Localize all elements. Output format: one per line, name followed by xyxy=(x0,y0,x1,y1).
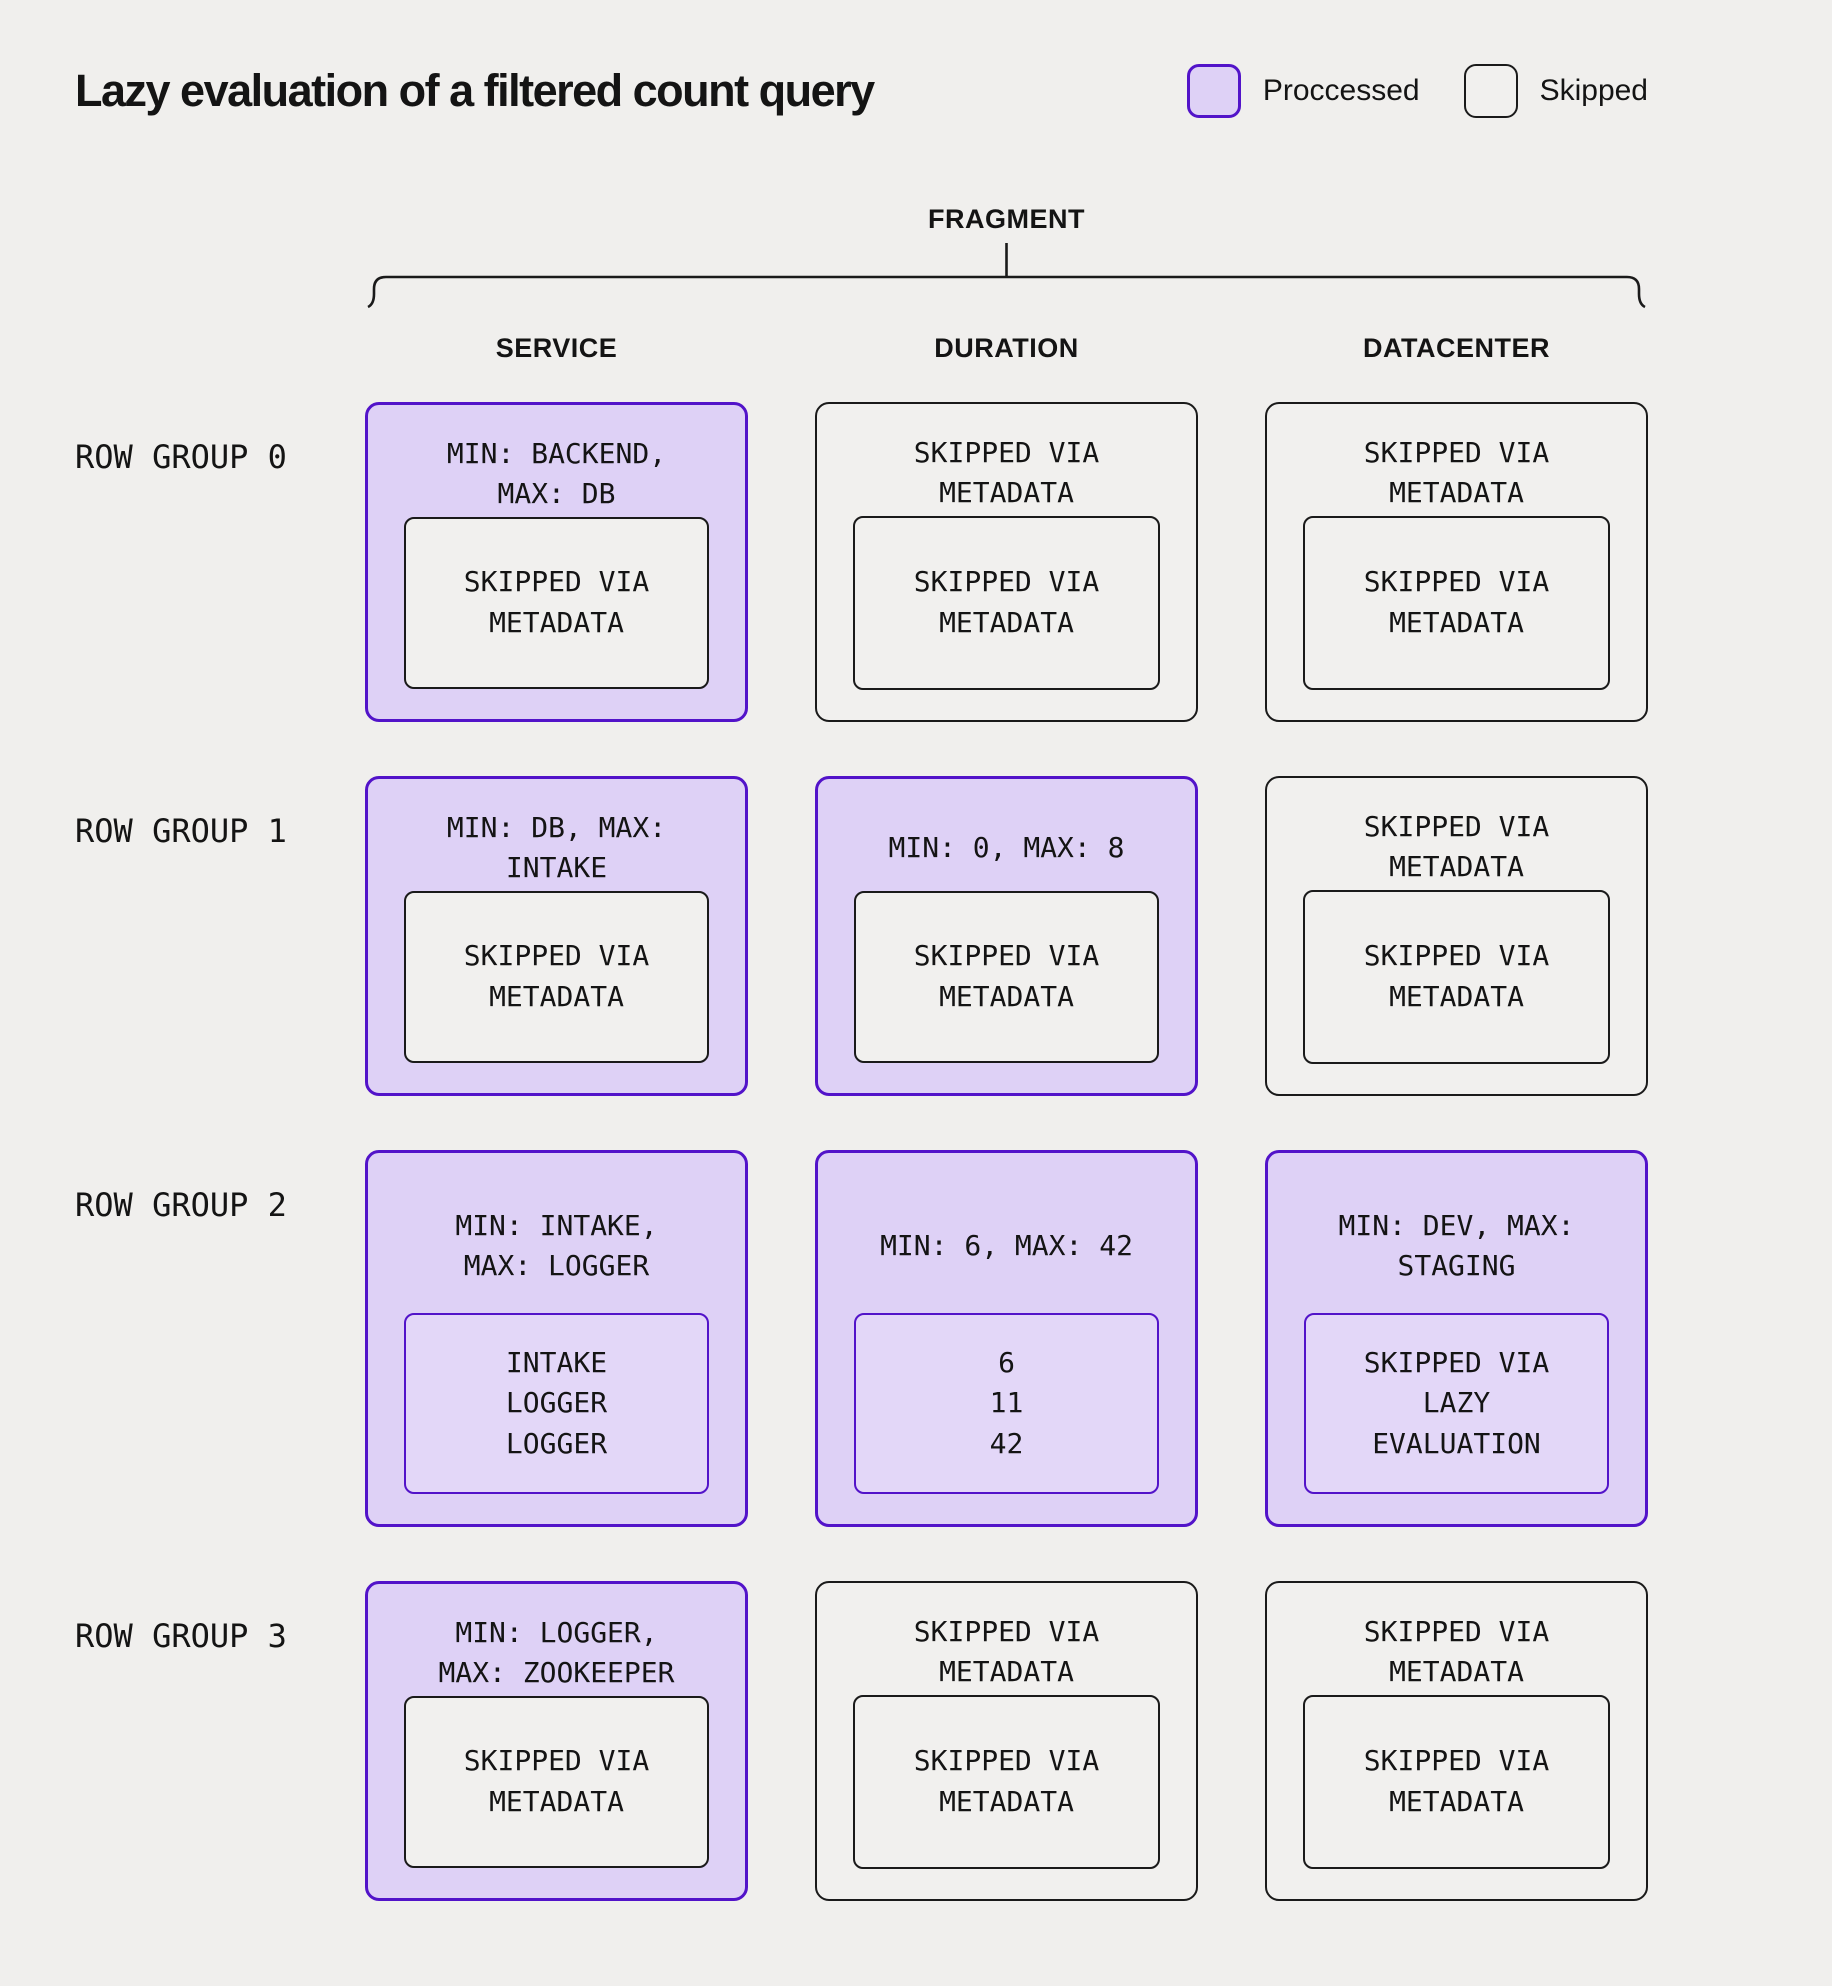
inner-box-text: SKIPPED VIA METADATA xyxy=(913,939,1100,1013)
cell-row0-datacenter: SKIPPED VIA METADATA SKIPPED VIA METADAT… xyxy=(1265,402,1648,722)
cell-row3-duration: SKIPPED VIA METADATA SKIPPED VIA METADAT… xyxy=(815,1581,1198,1901)
legend-item-skipped: Skipped xyxy=(1463,64,1648,118)
column-headers: SERVICE DURATION DATACENTER xyxy=(75,333,1757,364)
cell-row3-service: MIN: LOGGER, MAX: ZOOKEEPER SKIPPED VIA … xyxy=(365,1581,748,1901)
inner-box: SKIPPED VIA METADATA xyxy=(854,891,1159,1063)
cell-range-text: MIN: INTAKE, MAX: LOGGER xyxy=(455,1209,658,1282)
cell-range-text: SKIPPED VIA METADATA xyxy=(1363,1615,1550,1688)
inner-box: SKIPPED VIA METADATA xyxy=(853,516,1160,690)
inner-box-text: SKIPPED VIA METADATA xyxy=(1363,1744,1550,1818)
inner-box: SKIPPED VIA METADATA xyxy=(1303,890,1610,1064)
cell-row1-service: MIN: DB, MAX: INTAKE SKIPPED VIA METADAT… xyxy=(365,776,748,1096)
cell-row1-datacenter: SKIPPED VIA METADATA SKIPPED VIA METADAT… xyxy=(1265,776,1648,1096)
cell-range-text: MIN: LOGGER, MAX: ZOOKEEPER xyxy=(438,1616,675,1689)
inner-box: SKIPPED VIA METADATA xyxy=(404,891,709,1063)
row-group-3: ROW GROUP 3 MIN: LOGGER, MAX: ZOOKEEPER … xyxy=(75,1581,1757,1901)
cell-range-text: SKIPPED VIA METADATA xyxy=(1363,810,1550,883)
inner-box: INTAKE LOGGER LOGGER xyxy=(404,1313,709,1494)
row-group-3-label: ROW GROUP 3 xyxy=(75,1617,287,1655)
row-group-0: ROW GROUP 0 MIN: BACKEND, MAX: DB SKIPPE… xyxy=(75,402,1757,722)
inner-box-text: INTAKE LOGGER LOGGER xyxy=(505,1345,608,1460)
inner-box-text: SKIPPED VIA METADATA xyxy=(463,939,650,1013)
spacer xyxy=(75,333,298,364)
cell-range-text: MIN: DEV, MAX: STAGING xyxy=(1338,1209,1575,1282)
inner-box: SKIPPED VIA METADATA xyxy=(1303,1695,1610,1869)
column-header-service: SERVICE xyxy=(495,333,618,363)
fragment-row: FRAGMENT xyxy=(75,204,1757,309)
inner-box: SKIPPED VIA LAZY EVALUATION xyxy=(1304,1313,1609,1494)
inner-box: SKIPPED VIA METADATA xyxy=(404,517,709,689)
skipped-swatch-icon xyxy=(1463,64,1518,118)
spacer xyxy=(75,204,298,309)
legend-label-processed: Proccessed xyxy=(1262,74,1420,107)
row-group-1-label: ROW GROUP 1 xyxy=(75,812,287,850)
legend-label-skipped: Skipped xyxy=(1539,74,1648,107)
cell-range-text: MIN: DB, MAX: INTAKE xyxy=(446,811,667,884)
cell-row0-service: MIN: BACKEND, MAX: DB SKIPPED VIA METADA… xyxy=(365,402,748,722)
cell-range-text: SKIPPED VIA METADATA xyxy=(913,436,1100,509)
column-header-duration: DURATION xyxy=(934,333,1079,363)
legend: Proccessed Skipped xyxy=(1186,64,1648,118)
inner-box: SKIPPED VIA METADATA xyxy=(404,1696,709,1868)
inner-box-text: SKIPPED VIA METADATA xyxy=(913,565,1100,639)
cell-range-text: MIN: BACKEND, MAX: DB xyxy=(446,437,667,510)
legend-item-processed: Proccessed xyxy=(1186,64,1420,118)
inner-box: 6 11 42 xyxy=(854,1313,1159,1494)
header-bar: Lazy evaluation of a filtered count quer… xyxy=(75,64,1648,118)
inner-box-text: SKIPPED VIA METADATA xyxy=(1363,565,1550,639)
inner-box-text: SKIPPED VIA METADATA xyxy=(1363,939,1550,1013)
inner-box-text: 6 11 42 xyxy=(989,1345,1024,1460)
processed-swatch-icon xyxy=(1186,64,1241,118)
row-group-0-label: ROW GROUP 0 xyxy=(75,438,287,476)
cell-range-text: SKIPPED VIA METADATA xyxy=(913,1615,1100,1688)
cell-row0-duration: SKIPPED VIA METADATA SKIPPED VIA METADAT… xyxy=(815,402,1198,722)
inner-box: SKIPPED VIA METADATA xyxy=(853,1695,1160,1869)
cell-range-text: MIN: 6, MAX: 42 xyxy=(880,1229,1133,1263)
row-group-2-label: ROW GROUP 2 xyxy=(75,1186,287,1224)
page-title: Lazy evaluation of a filtered count quer… xyxy=(75,65,875,116)
inner-box-text: SKIPPED VIA METADATA xyxy=(463,565,650,639)
cell-row2-duration: MIN: 6, MAX: 42 6 11 42 xyxy=(815,1150,1198,1527)
inner-box-text: SKIPPED VIA METADATA xyxy=(913,1744,1100,1818)
cell-row3-datacenter: SKIPPED VIA METADATA SKIPPED VIA METADAT… xyxy=(1265,1581,1648,1901)
column-header-datacenter: DATACENTER xyxy=(1363,333,1550,363)
cell-range-text: MIN: 0, MAX: 8 xyxy=(888,831,1125,865)
inner-box: SKIPPED VIA METADATA xyxy=(1303,516,1610,690)
fragment-label: FRAGMENT xyxy=(928,204,1085,234)
cell-row2-datacenter: MIN: DEV, MAX: STAGING SKIPPED VIA LAZY … xyxy=(1265,1150,1648,1527)
cell-range-text: SKIPPED VIA METADATA xyxy=(1363,436,1550,509)
inner-box-text: SKIPPED VIA METADATA xyxy=(463,1744,650,1818)
cell-row2-service: MIN: INTAKE, MAX: LOGGER INTAKE LOGGER L… xyxy=(365,1150,748,1527)
fragment-group: FRAGMENT xyxy=(365,204,1648,309)
row-group-1: ROW GROUP 1 MIN: DB, MAX: INTAKE SKIPPED… xyxy=(75,776,1757,1096)
fragment-brace-icon xyxy=(367,243,1646,309)
inner-box-text: SKIPPED VIA LAZY EVALUATION xyxy=(1363,1345,1550,1460)
row-group-2: ROW GROUP 2 MIN: INTAKE, MAX: LOGGER INT… xyxy=(75,1150,1757,1527)
cell-row1-duration: MIN: 0, MAX: 8 SKIPPED VIA METADATA xyxy=(815,776,1198,1096)
